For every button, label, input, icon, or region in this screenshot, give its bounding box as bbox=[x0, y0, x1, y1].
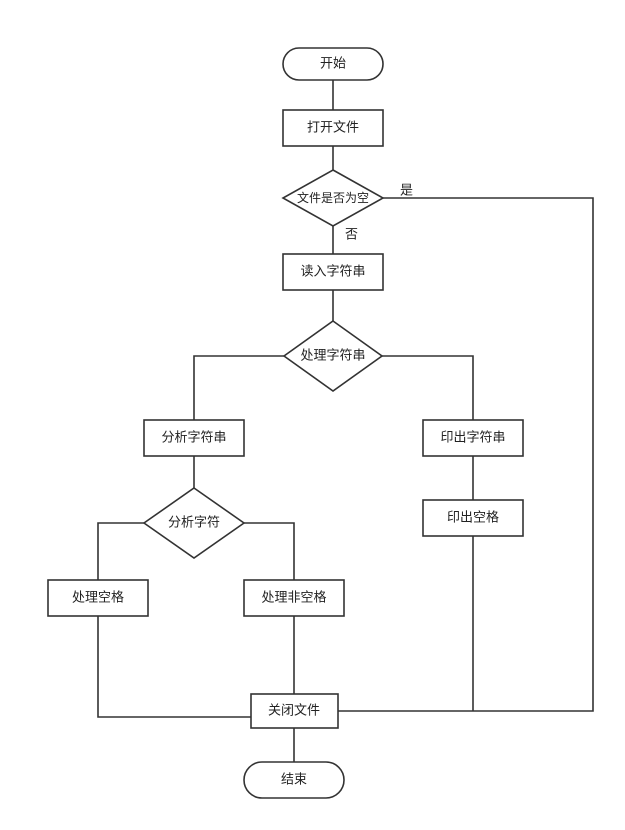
decision-shape bbox=[142, 487, 246, 559]
node-handle-space-label: 处理空格 bbox=[72, 590, 124, 606]
node-start-label: 开始 bbox=[320, 57, 346, 72]
node-analyze-char-decision: 分析字符 bbox=[142, 487, 246, 559]
edge-process-to-analyze bbox=[193, 355, 284, 420]
process-shape bbox=[243, 579, 345, 617]
node-analyze-char-label: 分析字符 bbox=[168, 515, 220, 531]
node-analyze-string: 分析字符串 bbox=[143, 419, 245, 457]
node-handle-nonspace: 处理非空格 bbox=[243, 579, 345, 617]
connectors bbox=[97, 80, 594, 762]
node-open-file: 打开文件 bbox=[282, 109, 384, 147]
node-handle-nonspace-label: 处理非空格 bbox=[261, 590, 326, 606]
process-shape bbox=[250, 693, 339, 729]
edge-decision-yes-to-close bbox=[338, 197, 594, 712]
node-start: 开始 bbox=[282, 47, 384, 81]
process-shape bbox=[143, 419, 245, 457]
edge-char-to-nonspace bbox=[244, 522, 295, 580]
process-shape bbox=[282, 253, 384, 291]
terminator-shape bbox=[243, 761, 345, 799]
node-read-string: 读入字符串 bbox=[282, 253, 384, 291]
node-end: 结束 bbox=[243, 761, 345, 799]
node-print-string-label: 印出字符串 bbox=[440, 430, 505, 446]
edge-char-to-space bbox=[97, 522, 144, 580]
node-print-string: 印出字符串 bbox=[422, 419, 524, 457]
node-close-file-label: 关闭文件 bbox=[268, 704, 320, 719]
edge-label-no: 否 bbox=[345, 228, 358, 243]
node-file-empty-label: 文件是否为空 bbox=[297, 190, 369, 205]
node-file-empty-decision: 文件是否为空 bbox=[281, 169, 385, 227]
node-process-string-decision: 处理字符串 bbox=[282, 320, 384, 392]
process-shape bbox=[422, 499, 524, 537]
node-open-file-label: 打开文件 bbox=[307, 121, 359, 136]
edge-space-to-close bbox=[97, 616, 251, 718]
process-shape bbox=[422, 419, 524, 457]
node-print-space-label: 印出空格 bbox=[447, 510, 499, 526]
node-analyze-string-label: 分析字符串 bbox=[161, 430, 226, 446]
node-process-string-label: 处理字符串 bbox=[300, 348, 365, 364]
decision-shape bbox=[282, 320, 384, 392]
node-close-file: 关闭文件 bbox=[250, 693, 339, 729]
node-print-space: 印出空格 bbox=[422, 499, 524, 537]
process-shape bbox=[282, 109, 384, 147]
node-handle-space: 处理空格 bbox=[47, 579, 149, 617]
node-end-label: 结束 bbox=[281, 773, 307, 788]
node-read-string-label: 读入字符串 bbox=[300, 264, 365, 280]
decision-shape bbox=[281, 169, 385, 227]
process-shape bbox=[47, 579, 149, 617]
edge-process-to-print bbox=[382, 355, 474, 420]
terminator-shape bbox=[282, 47, 384, 81]
edge-label-yes: 是 bbox=[400, 184, 413, 199]
